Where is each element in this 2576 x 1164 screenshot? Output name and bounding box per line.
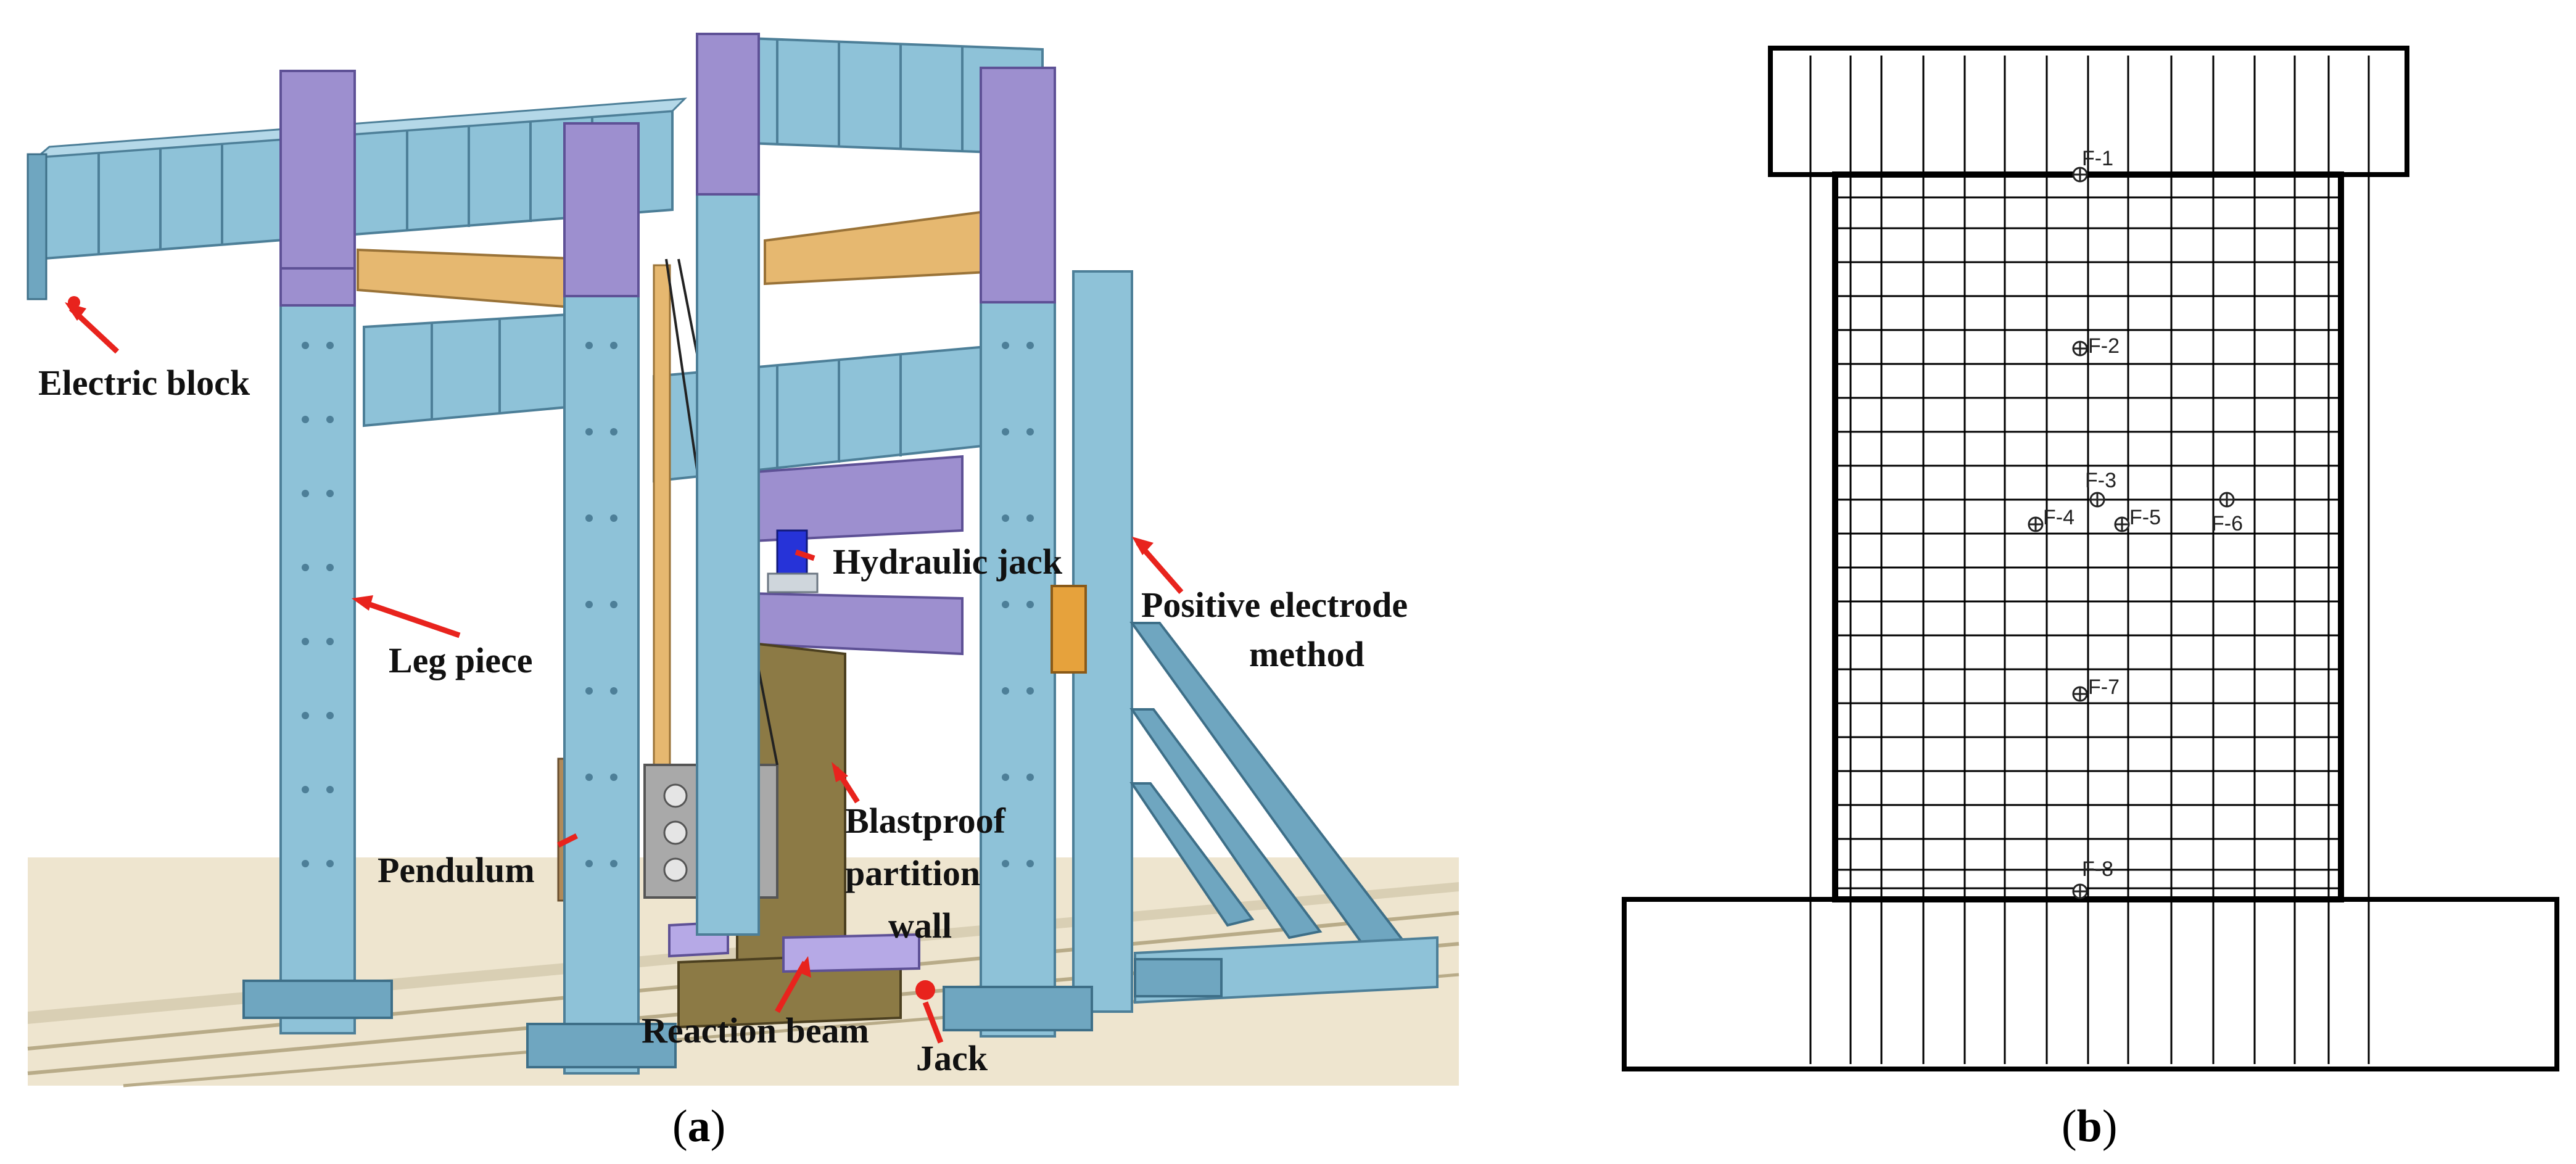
point-label-f3: F-3 bbox=[2085, 469, 2116, 492]
panel-b-elevation: F-1 F-2 F-3 F-4 F-5 F-6 F-7 F-8 (b) bbox=[1622, 46, 2559, 1152]
caption-a: (a) bbox=[672, 1101, 725, 1152]
point-label-f2: F-2 bbox=[2088, 334, 2120, 358]
point-f1-marker bbox=[2072, 167, 2088, 183]
brace-2 bbox=[1129, 708, 1323, 939]
point-label-f5: F-5 bbox=[2129, 506, 2161, 529]
caption-b-letter: b bbox=[2077, 1101, 2102, 1152]
pendulum-rod bbox=[653, 264, 671, 766]
vertical-rebars bbox=[1809, 56, 2370, 1064]
point-f2-marker bbox=[2072, 341, 2088, 357]
beam-end-plate bbox=[27, 153, 47, 300]
pendulum-bolt-1 bbox=[663, 783, 688, 808]
label-reaction-beam: Reaction beam bbox=[642, 1010, 869, 1050]
mid-beam-left bbox=[363, 313, 569, 427]
top-beam-rear-stiffeners bbox=[776, 39, 964, 152]
measuring-points bbox=[2028, 167, 2235, 899]
point-f3-marker bbox=[2089, 492, 2105, 508]
label-positive-electrode-method: method bbox=[1249, 634, 1364, 674]
point-f6-marker bbox=[2219, 492, 2235, 508]
base-plate-4 bbox=[1134, 958, 1223, 997]
label-partition: partition bbox=[845, 853, 980, 893]
jack-marker bbox=[915, 980, 935, 1000]
point-f8-marker bbox=[2072, 883, 2088, 899]
point-label-f1: F-1 bbox=[2082, 147, 2113, 170]
point-f4-marker bbox=[2028, 516, 2044, 532]
column-left bbox=[279, 70, 356, 1034]
point-label-f7: F-7 bbox=[2088, 675, 2120, 699]
point-label-f4: F-4 bbox=[2043, 506, 2074, 529]
tan-beam-left bbox=[357, 248, 587, 310]
panel-a-rendering: Electric block Leg piece Hydraulic jack … bbox=[27, 33, 1459, 1152]
column-bolt-holes bbox=[302, 342, 1034, 867]
label-blastproof: Blastproof bbox=[845, 801, 1006, 841]
point-f5-marker bbox=[2114, 516, 2130, 532]
tan-beam-right bbox=[764, 208, 1001, 286]
positive-electrode-plate bbox=[1051, 585, 1087, 674]
point-label-f6: F-6 bbox=[2211, 512, 2243, 535]
column-left-front bbox=[563, 122, 640, 1075]
horizontal-rebars bbox=[1838, 196, 2338, 890]
pendulum-bolt-3 bbox=[663, 857, 688, 882]
column-right bbox=[980, 67, 1056, 1038]
caption-b: (b) bbox=[2062, 1101, 2117, 1152]
point-f7-marker bbox=[2072, 686, 2088, 702]
column-right-rear bbox=[696, 33, 760, 936]
label-jack: Jack bbox=[916, 1038, 988, 1078]
brace-3 bbox=[1129, 782, 1255, 927]
top-beam-left-top bbox=[34, 97, 687, 159]
label-arrows bbox=[65, 302, 1184, 1044]
label-pendulum: Pendulum bbox=[378, 850, 535, 890]
point-label-f8: F-8 bbox=[2082, 857, 2113, 881]
base-plate-2 bbox=[526, 1023, 677, 1068]
caption-a-letter: a bbox=[688, 1101, 711, 1152]
base-beam bbox=[1622, 897, 2559, 1071]
pendulum-bolt-2 bbox=[663, 820, 688, 845]
hydraulic-jack-base bbox=[767, 572, 819, 593]
label-positive-electrode: Positive electrode bbox=[1141, 585, 1408, 625]
base-plate-3 bbox=[943, 986, 1093, 1031]
label-wall: wall bbox=[888, 906, 952, 946]
reaction-beam bbox=[782, 933, 920, 973]
label-hydraulic-jack: Hydraulic jack bbox=[833, 542, 1063, 582]
label-leg-piece: Leg piece bbox=[389, 640, 533, 680]
base-plate-1 bbox=[242, 980, 393, 1019]
label-electric-block: Electric block bbox=[38, 363, 250, 403]
